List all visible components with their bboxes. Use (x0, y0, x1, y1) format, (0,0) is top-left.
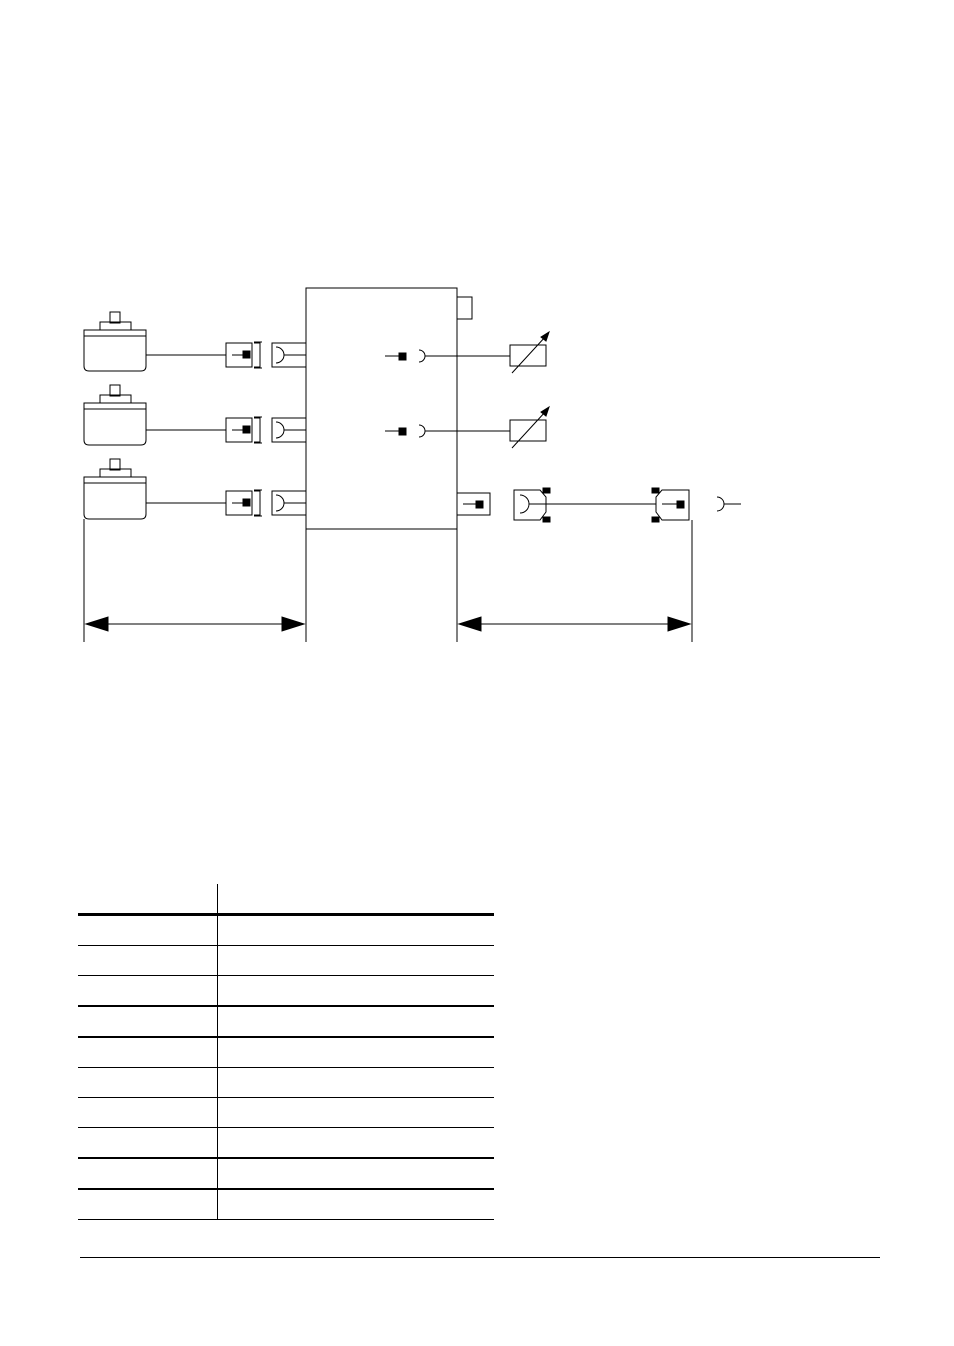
footer-rule (80, 1257, 880, 1258)
table-cell-value (217, 914, 494, 946)
output-1-contact (385, 349, 510, 363)
table-cell-key (78, 945, 218, 976)
table-cell-value (217, 1037, 494, 1068)
status-indicator (456, 296, 473, 320)
left-dimension-arrow (84, 616, 306, 632)
legend-table (78, 884, 494, 1220)
sensor-3 (83, 458, 147, 520)
table-cell-key (78, 1097, 218, 1128)
bus-connector-female (513, 487, 551, 523)
variable-resistor-2 (509, 405, 550, 449)
table-row (78, 1067, 494, 1098)
table-row (78, 945, 494, 976)
table-cell-value (217, 1127, 494, 1159)
header-cell-key (78, 884, 218, 916)
table-row (78, 1097, 494, 1128)
legend-table-container (78, 884, 494, 1220)
sensor-3-plug (225, 489, 262, 517)
sensor-3-socket (271, 490, 307, 516)
table-header-row (78, 884, 494, 916)
sensor-2-plug (225, 416, 262, 444)
table-cell-key (78, 1067, 218, 1098)
right-dimension-arrow (457, 616, 692, 632)
table-row (78, 914, 494, 946)
variable-resistor-1 (509, 330, 550, 374)
table-row (78, 1037, 494, 1068)
table-cell-key (78, 1037, 218, 1068)
sensor-1-plug (225, 341, 262, 369)
bus-termination (716, 496, 741, 512)
table-cell-key (78, 975, 218, 1007)
table-cell-key (78, 1158, 218, 1190)
table-row (78, 1127, 494, 1159)
central-unit-box (305, 287, 458, 530)
table-cell-key (78, 914, 218, 946)
table-cell-value (217, 1189, 494, 1220)
sensor-1-socket (271, 342, 307, 368)
table-cell-value (217, 945, 494, 976)
table-cell-value (217, 1097, 494, 1128)
table-cell-key (78, 1189, 218, 1220)
sensor-1 (83, 311, 147, 372)
sensor-2-socket (271, 417, 307, 443)
bus-port (456, 492, 491, 516)
table-cell-key (78, 1127, 218, 1159)
table-row (78, 1006, 494, 1038)
output-2-contact (385, 424, 510, 438)
connection-diagram (83, 287, 741, 642)
table-cell-value (217, 975, 494, 1007)
table-cell-key (78, 1006, 218, 1038)
table-cell-value (217, 1006, 494, 1038)
table-row (78, 1158, 494, 1190)
table-row (78, 975, 494, 1007)
header-cell-value (217, 884, 494, 916)
table-cell-value (217, 1158, 494, 1190)
sensor-2 (83, 384, 147, 446)
table-cell-value (217, 1067, 494, 1098)
table-row (78, 1189, 494, 1220)
bus-connector-male (651, 487, 690, 523)
